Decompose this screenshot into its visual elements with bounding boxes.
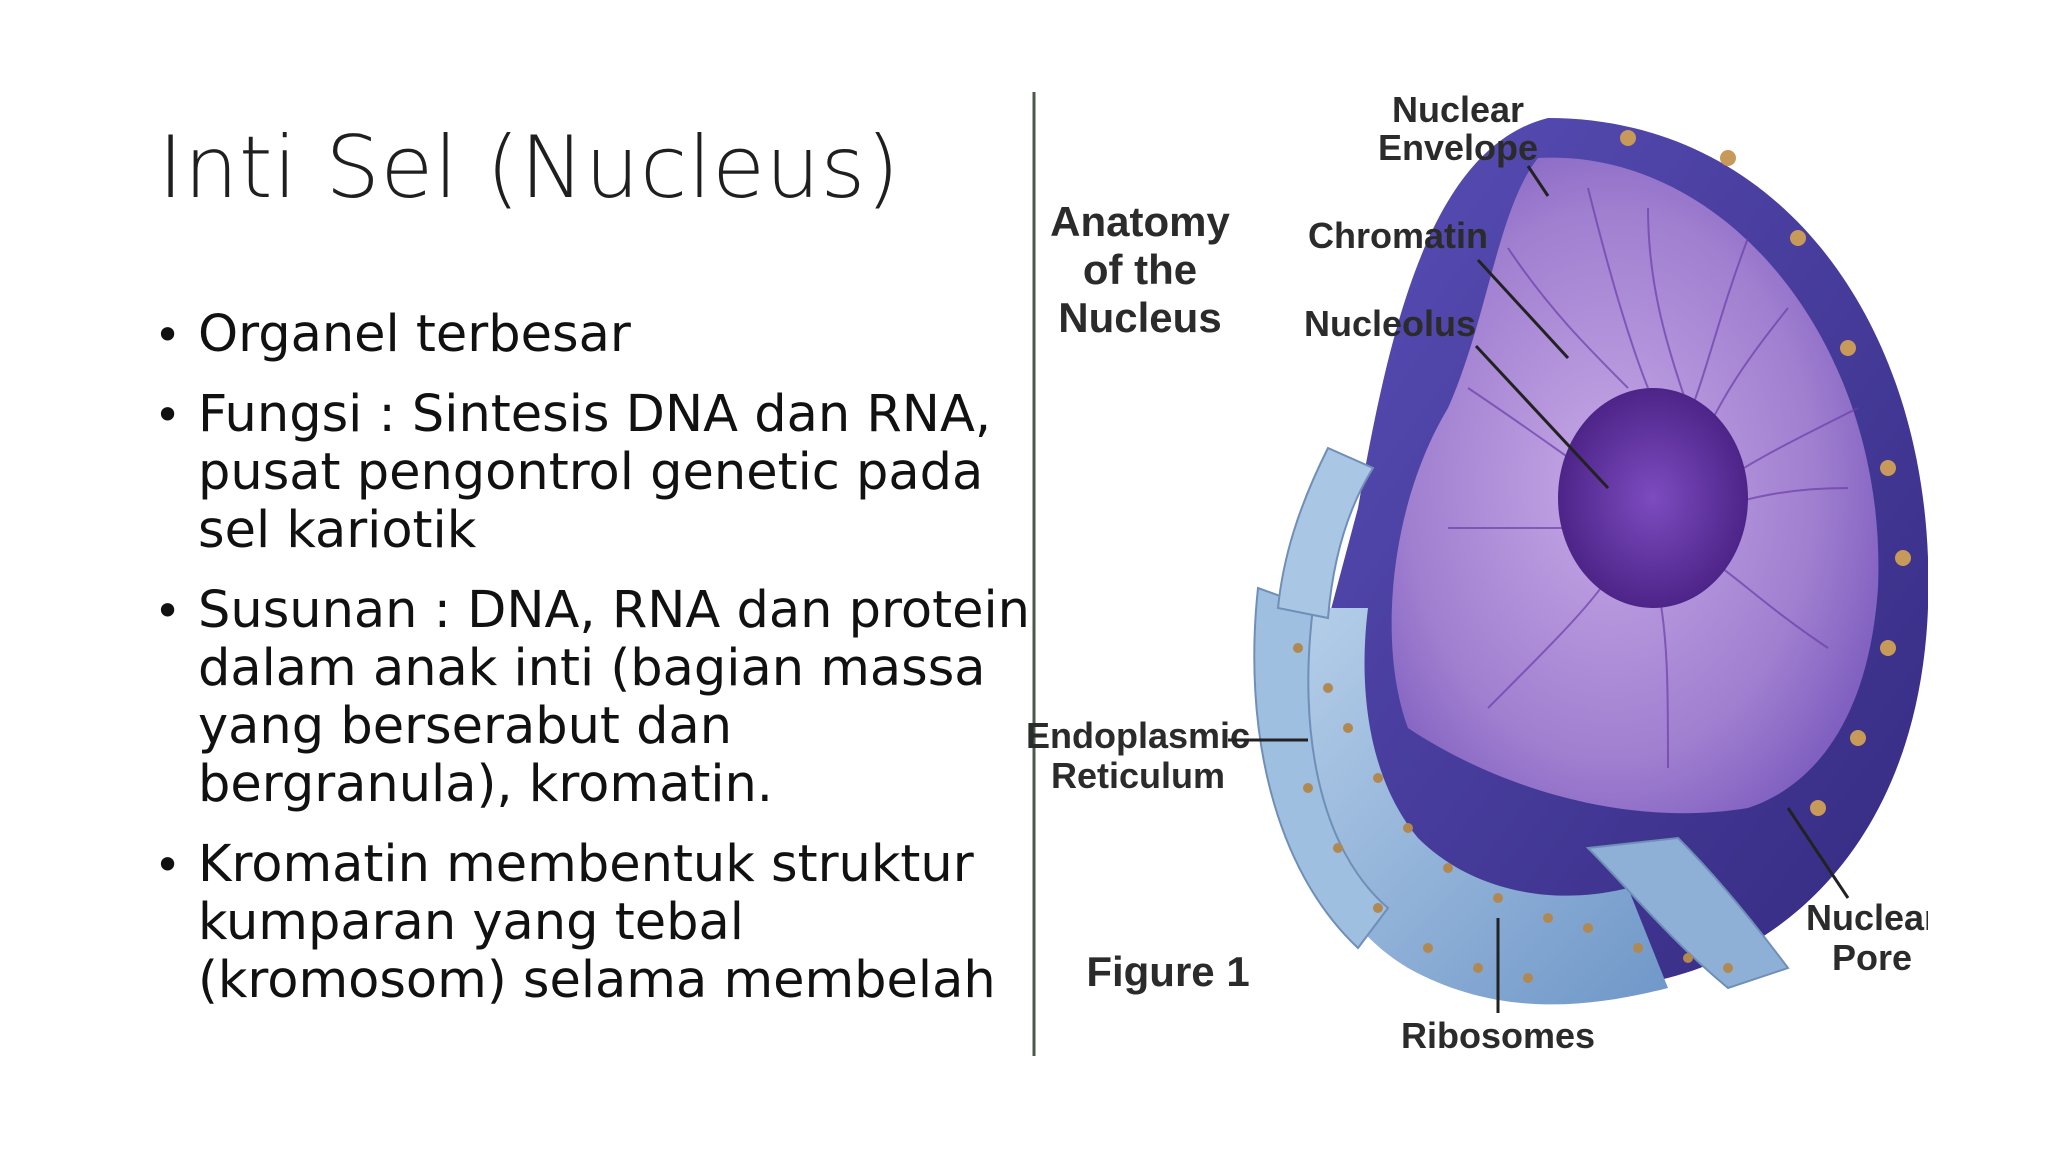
ribosome-dots xyxy=(1293,643,1733,983)
bullet-dot: • xyxy=(154,308,182,362)
leader-line-nuclear-pore xyxy=(1786,807,1850,899)
nucleolus xyxy=(1558,388,1748,608)
nucleus-illustration: Anatomy of the Nucleus Nuclear Envelope … xyxy=(1028,89,1928,1056)
nuclear-pores xyxy=(1620,130,1911,816)
bullet-text: Fungsi : Sintesis DNA dan RNA, pusat pen… xyxy=(198,385,992,560)
bullet-text: Kromatin membentuk struktur kumparan yan… xyxy=(198,835,996,1010)
label-er-2: Reticulum xyxy=(1051,755,1225,796)
bullet-item: • Kromatin membentuk struktur kumparan ya… xyxy=(150,836,1030,1010)
bullet-item: • Susunan : DNA, RNA dan protein dalam an… xyxy=(150,582,1030,814)
figure-heading-line-2: of the xyxy=(1083,246,1197,293)
figure-heading-line-1: Anatomy xyxy=(1050,198,1230,245)
figure-heading-line-3: Nucleus xyxy=(1058,294,1221,341)
bullet-dot: • xyxy=(154,838,182,892)
bullet-list: • Organel terbesar • Fungsi : Sintesis DNA… xyxy=(150,306,1030,1032)
leader-line-nuclear-envelope xyxy=(1526,165,1550,197)
bullet-text: Susunan : DNA, RNA dan protein dalam ana… xyxy=(198,581,1030,814)
label-ribosomes: Ribosomes xyxy=(1401,1015,1595,1056)
leader-line-chromatin xyxy=(1476,258,1570,360)
endoplasmic-reticulum-fold xyxy=(1276,446,1375,620)
label-nucleolus: Nucleolus xyxy=(1304,303,1476,344)
leader-line-nucleolus xyxy=(1474,344,1610,490)
label-nuclear-envelope-1: Nuclear xyxy=(1392,89,1524,130)
bullet-item: • Organel terbesar xyxy=(150,306,1030,364)
bullet-item: • Fungsi : Sintesis DNA dan RNA, pusat pe… xyxy=(150,386,1030,560)
bullet-dot: • xyxy=(154,584,182,638)
bullet-text: Organel terbesar xyxy=(198,305,631,364)
label-nuclear-pore-2: Pore xyxy=(1832,937,1912,978)
figure-number: Figure 1 xyxy=(1086,948,1249,995)
label-nuclear-pore-1: Nuclear xyxy=(1806,897,1928,938)
nucleus-figure: Anatomy of the Nucleus Nuclear Envelope … xyxy=(1028,88,1928,1060)
label-er-1: Endoplasmic xyxy=(1028,715,1250,756)
endoplasmic-reticulum-fold xyxy=(1253,586,1390,950)
label-chromatin: Chromatin xyxy=(1308,215,1488,256)
endoplasmic-reticulum-fold xyxy=(1585,836,1790,990)
slide-title: Inti Sel (Nucleus) xyxy=(158,118,900,218)
bullet-dot: • xyxy=(154,388,182,442)
label-nuclear-envelope-2: Envelope xyxy=(1378,127,1538,168)
